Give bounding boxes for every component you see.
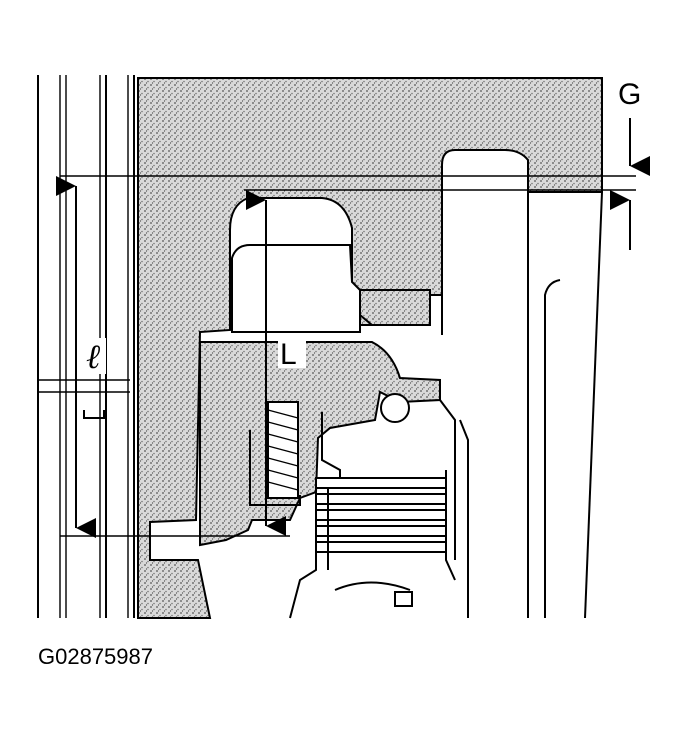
- piston-length-label-bg: [84, 338, 106, 374]
- total-length-label-bg: [278, 338, 306, 368]
- return-spring: [249, 401, 341, 506]
- gap-label: G: [618, 78, 641, 111]
- piston-cavity: [231, 244, 361, 333]
- gap-reference-lines: [60, 175, 636, 537]
- clutch-pack: [289, 399, 469, 619]
- total-length-label: L: [280, 338, 297, 371]
- figure-id: G02875987: [38, 644, 153, 669]
- bolt-boss: [359, 289, 431, 423]
- outer-case-outline: [441, 191, 603, 619]
- piston-length-label: ℓ: [86, 339, 100, 376]
